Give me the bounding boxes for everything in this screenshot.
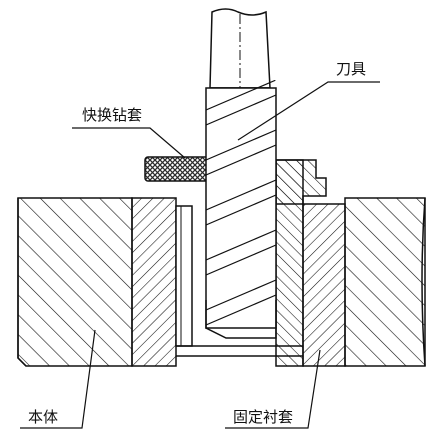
- quick-change-bushing-left-wall: [175, 205, 193, 347]
- fixed-liner-right: [302, 203, 346, 367]
- break-line-right: [421, 197, 426, 367]
- break-line-left: [17, 198, 27, 367]
- label-tool: 刀具: [336, 60, 366, 78]
- leader-tool: [237, 81, 380, 141]
- leader-body: [20, 329, 96, 429]
- body-left: [17, 197, 133, 367]
- label-quick-change-bushing: 快换钻套: [82, 106, 142, 124]
- body-right: [344, 197, 426, 367]
- leader-quick-change-bushing: [72, 127, 186, 159]
- leader-fixed-liner: [225, 349, 321, 429]
- fixed-liner-left: [131, 197, 177, 367]
- label-body: 本体: [28, 408, 58, 426]
- tool-shank: [209, 8, 271, 89]
- tool-fluted-body: [205, 80, 277, 339]
- label-fixed-liner: 固定衬套: [233, 408, 293, 426]
- quick-change-bushing-collar: [275, 159, 327, 205]
